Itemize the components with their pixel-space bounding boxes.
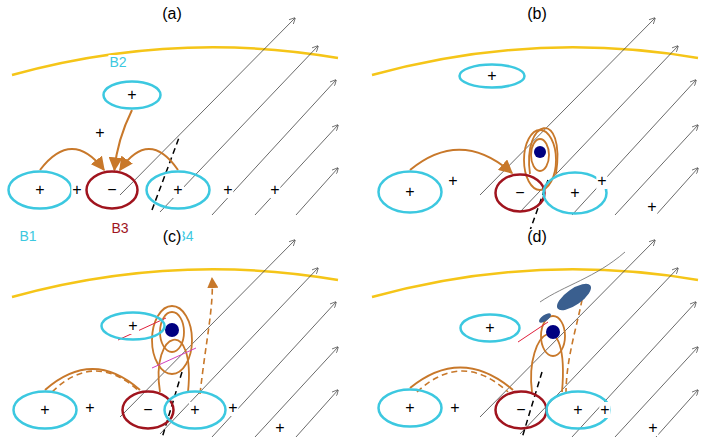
ellipse-shape (102, 313, 165, 340)
field-lines-b (372, 18, 698, 215)
ellipse-shape (496, 175, 545, 212)
field-line-connector (45, 369, 140, 390)
flux-rope-loop (531, 139, 549, 171)
negative-polarity-ellipse: − (121, 390, 175, 430)
flux-rope-core (546, 325, 560, 339)
polarity-sign: + (486, 68, 497, 84)
panel-label: (c) (162, 229, 183, 245)
dashed-field-line (52, 371, 140, 392)
positive-polarity-ellipse: + (12, 390, 78, 430)
field-lines-d (372, 240, 698, 437)
ejecta-blob (553, 279, 595, 315)
positive-polarity-ellipse: + (377, 388, 443, 428)
field-line-connector (120, 149, 178, 170)
polarity-sign: + (222, 182, 233, 198)
polarity-sign: + (39, 402, 50, 418)
positive-polarity-ellipse: +B1 (7, 170, 73, 210)
polarity-sign: + (599, 402, 610, 418)
region-label: B1 (18, 229, 37, 243)
dashed-open-line (200, 278, 212, 394)
ellipse-shape (379, 172, 442, 213)
ellipse-shape (14, 392, 77, 429)
negative-polarity-ellipse: −B3 (85, 170, 139, 210)
field-line-connector (114, 110, 132, 170)
polarity-sign: + (126, 87, 137, 103)
ellipse-shape (165, 392, 226, 429)
polarity-sign: + (569, 185, 580, 201)
polarity-sign: + (94, 125, 105, 141)
polarity-sign: + (84, 400, 95, 416)
field-loop (529, 128, 557, 174)
polarity-sign: + (274, 420, 285, 436)
ellipse-shape (87, 172, 138, 209)
positive-polarity-ellipse: + (459, 313, 521, 343)
region-label: B2 (108, 55, 127, 69)
reconnection-line (118, 318, 166, 340)
field-line-connector (410, 367, 513, 390)
ellipse-shape (379, 390, 442, 427)
positive-polarity-ellipse: +B4 (145, 170, 211, 210)
polarity-sign: + (646, 199, 657, 215)
flux-rope-loop (160, 312, 184, 352)
polarity-sign: + (189, 402, 200, 418)
polarity-sign: + (596, 173, 607, 189)
reconnection-line (518, 322, 548, 342)
polarity-sign: + (71, 182, 82, 198)
field-lines-c (12, 240, 338, 437)
field-line-connector (410, 150, 512, 173)
polarity-sign: + (227, 400, 238, 416)
ellipse-shape (123, 392, 174, 429)
polarity-sign: + (447, 173, 458, 189)
ellipse-shape (496, 392, 547, 429)
reconnection-line (152, 348, 196, 368)
ellipse-shape (147, 172, 210, 209)
field-loop (531, 334, 563, 392)
polarity-sign: + (127, 318, 138, 334)
polarity-sign: − (515, 402, 526, 418)
positive-polarity-ellipse: +B2 (102, 80, 162, 110)
negative-polarity-ellipse: − (494, 173, 546, 213)
polarity-sign: + (449, 400, 460, 416)
ellipse-shape (9, 172, 72, 209)
ellipse-shape (461, 315, 520, 342)
positive-polarity-ellipse: + (163, 390, 227, 430)
dashed-open-line (566, 300, 582, 394)
region-label: B3 (110, 221, 129, 235)
ellipse-shape (460, 65, 525, 88)
field-line-connector (40, 149, 104, 170)
polarity-sign: + (34, 182, 45, 198)
panel-label: (d) (526, 229, 548, 245)
positive-polarity-ellipse: + (377, 170, 443, 214)
positive-polarity-ellipse: + (100, 311, 166, 341)
panel-label: (b) (526, 6, 548, 22)
polarity-sign: − (142, 402, 153, 418)
ejecta-blob (538, 312, 553, 325)
flux-rope-core (534, 146, 546, 158)
polarity-sign: − (514, 185, 525, 201)
polarity-sign: + (647, 420, 658, 436)
field-lines-a (12, 18, 338, 215)
polarity-sign: − (106, 182, 117, 198)
polarity-sign: + (269, 182, 280, 198)
negative-polarity-ellipse: − (494, 390, 548, 430)
polarity-sign: + (172, 182, 183, 198)
field-loop (159, 340, 189, 392)
polarity-sign: + (484, 320, 495, 336)
polarity-sign: + (404, 184, 415, 200)
polarity-sign: + (404, 400, 415, 416)
panel-label: (a) (161, 6, 183, 22)
ellipse-shape (104, 82, 161, 109)
polarity-sign: + (572, 402, 583, 418)
flux-rope-core (165, 323, 179, 337)
positive-polarity-ellipse: + (458, 63, 526, 89)
